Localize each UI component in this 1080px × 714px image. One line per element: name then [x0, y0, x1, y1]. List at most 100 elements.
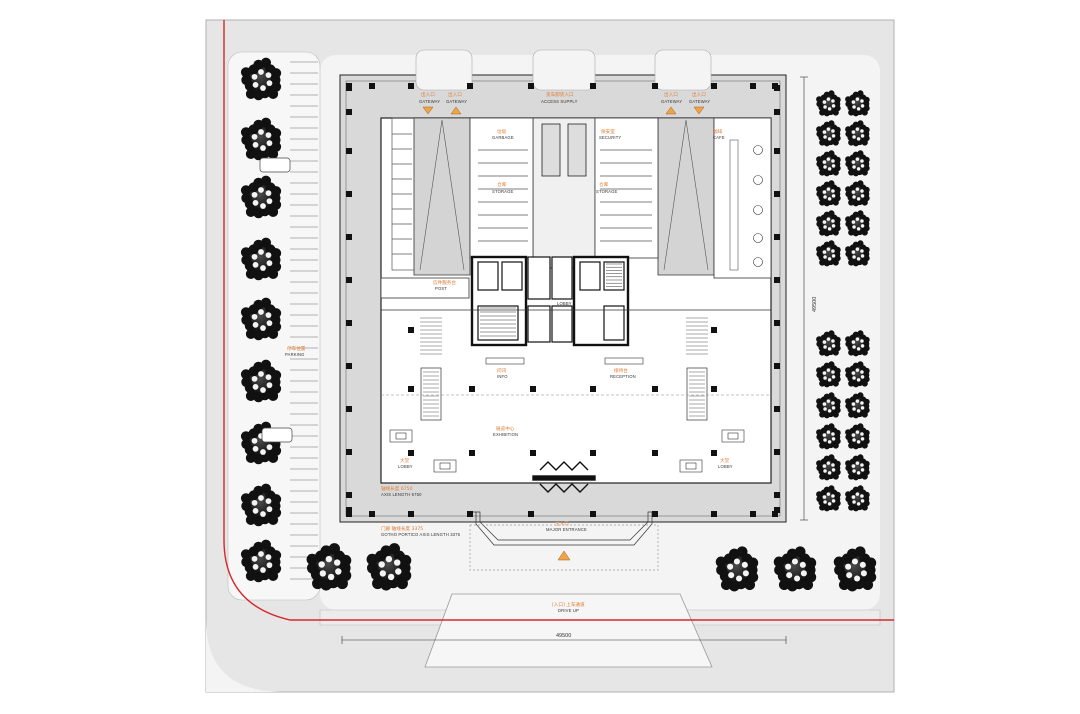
- tree-highlight: [265, 190, 272, 196]
- tree-highlight: [827, 378, 832, 382]
- tree-leaf: [240, 431, 251, 442]
- tree-leaf: [848, 199, 855, 206]
- tree-leaf: [245, 206, 256, 217]
- tree-highlight: [856, 471, 861, 475]
- post-cn: 信件服务台: [433, 279, 456, 286]
- tree-leaf: [834, 96, 841, 103]
- tree-highlight: [851, 371, 856, 375]
- tree-highlight: [854, 575, 861, 582]
- tree-highlight: [823, 376, 827, 380]
- tree: [773, 546, 817, 592]
- tree-highlight: [855, 368, 860, 372]
- tree-highlight: [266, 140, 273, 147]
- tree-highlight: [822, 495, 827, 499]
- tree-leaf: [852, 230, 859, 237]
- tree-highlight: [251, 375, 258, 382]
- column: [750, 511, 756, 517]
- tree-leaf: [716, 564, 727, 576]
- tree: [816, 210, 841, 237]
- tree-leaf: [823, 170, 830, 177]
- tree-highlight: [831, 494, 835, 498]
- tree-highlight: [823, 469, 827, 473]
- tree-highlight: [856, 227, 861, 231]
- tree-highlight: [252, 564, 259, 570]
- dimension-vertical: [800, 76, 808, 521]
- tree-highlight: [823, 500, 827, 504]
- gateway-right-cn: 出入口: [664, 91, 678, 98]
- tree-leaf: [253, 150, 264, 161]
- tree-leaf: [253, 454, 264, 465]
- tree-highlight: [831, 344, 836, 348]
- tree-highlight: [856, 137, 861, 141]
- tree-leaf: [396, 577, 408, 590]
- tree-leaf: [819, 473, 826, 480]
- column: [772, 511, 778, 517]
- parking-stalls: [290, 61, 318, 580]
- tree-highlight: [251, 499, 258, 506]
- tree-highlight: [265, 72, 272, 78]
- tree-leaf: [253, 270, 264, 281]
- access-supply-cn: 货车卸货入口: [546, 91, 574, 98]
- tree-leaf: [865, 557, 877, 569]
- tree-leaf: [845, 100, 852, 108]
- tree-highlight: [826, 247, 831, 251]
- tree-highlight: [826, 97, 831, 101]
- tree-leaf: [861, 411, 868, 418]
- tree-highlight: [851, 402, 856, 406]
- tree-highlight: [827, 197, 832, 201]
- tree-highlight: [822, 190, 827, 194]
- tree-leaf: [245, 570, 256, 581]
- security-en: SECURITY: [599, 135, 621, 140]
- tree-highlight: [266, 562, 273, 569]
- tree-leaf: [253, 90, 264, 101]
- tree-leaf: [816, 464, 823, 472]
- tree-leaf: [823, 110, 830, 117]
- tree-highlight: [851, 464, 856, 468]
- tree-highlight: [851, 250, 856, 254]
- garbage-en: GARBAGE: [492, 135, 514, 140]
- tree-highlight: [851, 190, 856, 194]
- tree-leaf: [802, 579, 814, 591]
- tree-leaf: [823, 443, 830, 450]
- tree-highlight: [831, 189, 835, 193]
- tree-leaf: [241, 438, 252, 450]
- tree-highlight: [823, 345, 827, 349]
- tree-highlight: [860, 194, 865, 198]
- tree-highlight: [856, 257, 861, 261]
- tree-highlight: [335, 568, 342, 575]
- tree-highlight: [260, 265, 266, 271]
- tree-highlight: [856, 440, 861, 444]
- tree-highlight: [742, 570, 749, 577]
- tree-leaf: [863, 398, 870, 405]
- tree-highlight: [855, 97, 860, 101]
- tree-leaf: [823, 381, 830, 388]
- tree-leaf: [268, 328, 279, 339]
- escalator-steps: [420, 317, 708, 417]
- tree-highlight: [266, 260, 273, 267]
- tree-highlight: [265, 374, 272, 380]
- tree-leaf: [240, 185, 251, 196]
- tree-highlight: [860, 104, 865, 108]
- tree: [240, 237, 282, 281]
- tree-leaf: [834, 216, 841, 223]
- access-supply-en: ACCESS SUPPLY: [541, 99, 578, 104]
- gateway-left2-cn: 出入口: [448, 91, 462, 98]
- tree-leaf: [848, 229, 855, 236]
- cafe-table: [753, 145, 763, 155]
- tree-leaf: [720, 579, 732, 591]
- tree-highlight: [860, 164, 865, 168]
- tree-leaf: [861, 199, 868, 206]
- tree-highlight: [860, 463, 864, 467]
- tree-highlight: [736, 575, 743, 582]
- tree: [816, 240, 841, 267]
- ramp-right-inner: [663, 119, 709, 271]
- tree-highlight: [260, 203, 266, 209]
- tree: [816, 150, 841, 177]
- dimension-horizontal: [341, 636, 787, 644]
- tree-highlight: [852, 225, 856, 229]
- tree-highlight: [733, 558, 740, 565]
- tree-highlight: [855, 461, 860, 465]
- tree-leaf: [845, 398, 852, 405]
- tree-leaf: [240, 127, 251, 138]
- tree-highlight: [822, 250, 827, 254]
